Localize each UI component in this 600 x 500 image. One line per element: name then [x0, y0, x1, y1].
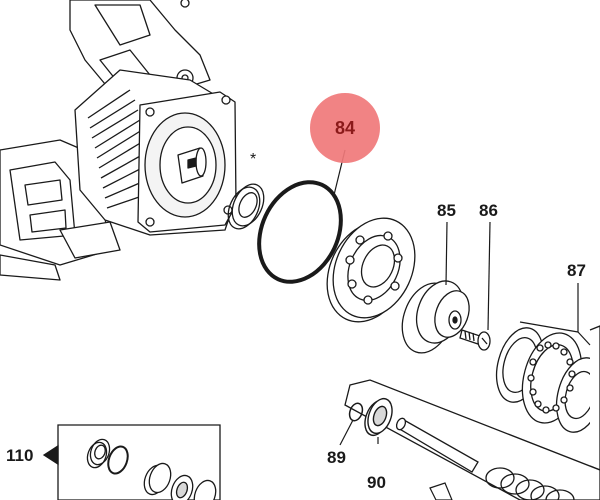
leader-85: [445, 221, 448, 286]
sleeve-85: [401, 280, 470, 354]
kit-110-inset: [42, 424, 221, 500]
part-label-87: 87: [567, 261, 586, 280]
bearing-90: [364, 397, 393, 437]
ball-bearing-85: [326, 217, 416, 323]
lower-housing: [344, 379, 600, 500]
part-label-86: 86: [479, 201, 498, 220]
part-label-110: 110: [6, 446, 34, 465]
bearing-assembly-87: [495, 325, 600, 471]
spring-gear: [485, 467, 575, 500]
part-label-85: 85: [437, 201, 456, 220]
seal-star: [227, 183, 265, 230]
gear-housing-assembly: [0, 0, 237, 281]
part-label-90: 90: [367, 473, 386, 492]
leader-87: [519, 283, 579, 333]
o-ring-84: [257, 180, 343, 284]
leader-86: [487, 221, 491, 331]
shaft: [395, 417, 479, 473]
note-marker: *: [250, 151, 257, 168]
part-label-84: 84: [334, 118, 356, 138]
part-label-89: 89: [327, 448, 346, 467]
leader-89: [339, 419, 354, 446]
highlight-circle-84: [310, 93, 380, 163]
screw-86: [459, 329, 491, 351]
